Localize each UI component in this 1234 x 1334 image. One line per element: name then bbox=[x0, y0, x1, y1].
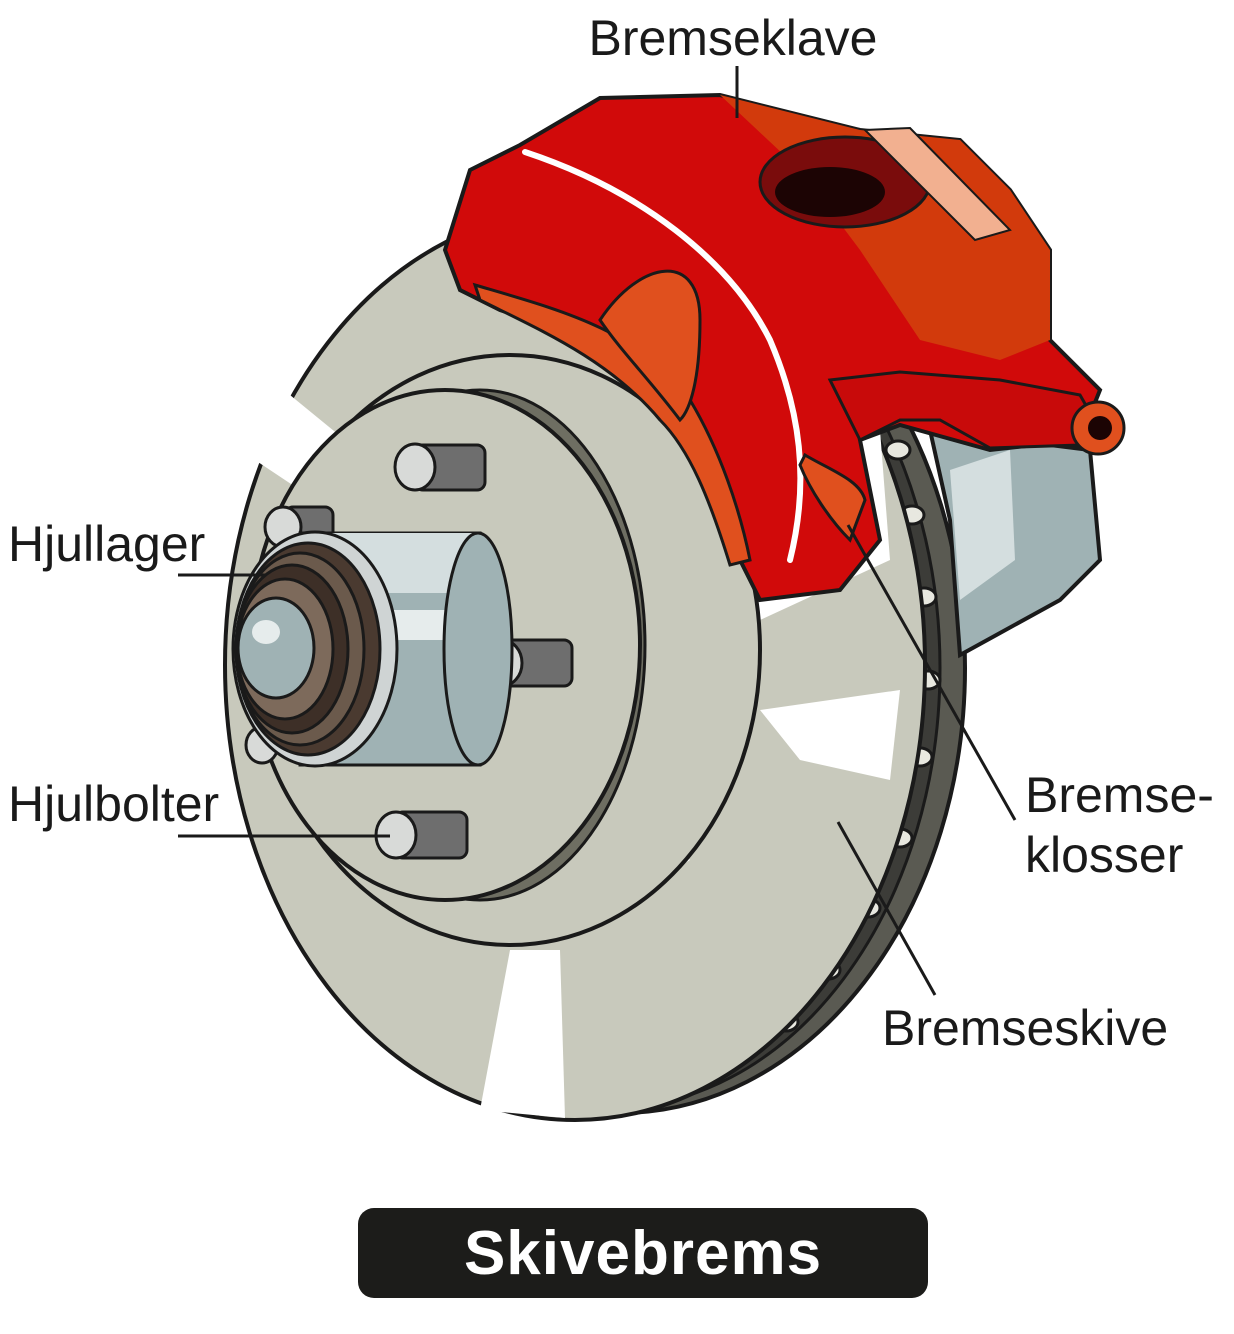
label-disc-text: Bremseskive bbox=[882, 1000, 1168, 1056]
wheel-bearing bbox=[231, 530, 399, 768]
wheel-bolt bbox=[374, 810, 469, 860]
diagram-title: Skivebrems bbox=[463, 1218, 823, 1288]
wheel-bolt bbox=[393, 442, 487, 492]
label-bearing-text: Hjullager bbox=[8, 516, 205, 572]
label-bearing: Hjullager bbox=[8, 516, 265, 577]
label-disc: Bremseskive bbox=[836, 821, 1168, 1056]
label-pads: Bremse- klosser bbox=[846, 524, 1214, 883]
label-bolts-text: Hjulbolter bbox=[8, 776, 219, 832]
label-bolts: Hjulbolter bbox=[8, 776, 390, 838]
label-pads-text-line2: klosser bbox=[1025, 827, 1183, 883]
label-caliper-text: Bremseklave bbox=[589, 10, 878, 66]
label-caliper: Bremseklave bbox=[589, 10, 878, 118]
label-pads-text-line1: Bremse- bbox=[1025, 767, 1214, 823]
title-banner: Skivebrems bbox=[358, 1208, 928, 1298]
brake-caliper bbox=[442, 92, 1126, 659]
